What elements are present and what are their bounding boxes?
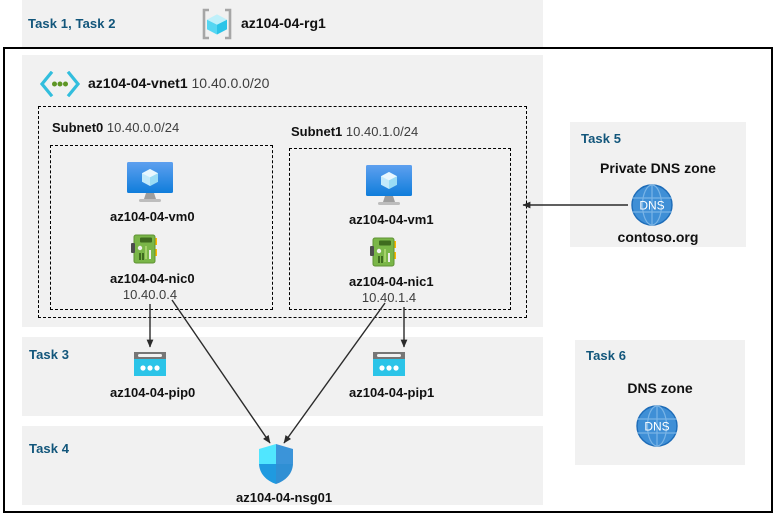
public-ip-address-icon bbox=[349, 350, 429, 385]
nic0-ip: 10.40.0.4 bbox=[122, 287, 178, 302]
nic1-node[interactable]: az104-04-nic1 10.40.1.4 bbox=[349, 235, 434, 306]
task-label-1-2: Task 1, Task 2 bbox=[28, 16, 116, 31]
vm1-name: az104-04-vm1 bbox=[349, 212, 434, 227]
task5-panel bbox=[570, 122, 746, 247]
pip1-name: az104-04-pip1 bbox=[349, 385, 435, 400]
vm1-node[interactable]: az104-04-vm1 bbox=[349, 163, 434, 228]
resource-group-name: az104-04-rg1 bbox=[241, 15, 326, 31]
nic0-node[interactable]: az104-04-nic0 10.40.0.4 bbox=[110, 232, 195, 303]
network-interface-icon bbox=[110, 232, 190, 271]
virtual-network-panel bbox=[22, 55, 543, 327]
subnet1-cidr: 10.40.1.0/24 bbox=[345, 124, 419, 139]
task-label-5: Task 5 bbox=[581, 131, 622, 146]
pip1-node[interactable]: az104-04-pip1 bbox=[349, 350, 435, 401]
task3-panel bbox=[22, 337, 543, 416]
subnet1-box bbox=[289, 148, 511, 310]
nic0-name: az104-04-nic0 bbox=[110, 271, 195, 286]
private-dns-zone-title: Private DNS zone bbox=[600, 160, 716, 176]
network-security-group-icon bbox=[236, 443, 316, 490]
vnet-cidr-text: 10.40.0.0/20 bbox=[191, 75, 270, 91]
task-label-6: Task 6 bbox=[586, 348, 627, 363]
svg-text:DNS: DNS bbox=[639, 199, 664, 213]
virtual-machine-icon bbox=[110, 160, 190, 209]
virtual-network-icon bbox=[39, 70, 81, 98]
subnet0-box bbox=[50, 145, 273, 310]
resource-group-panel bbox=[22, 0, 543, 47]
subnet1-title: Subnet1 10.40.1.0/24 bbox=[291, 124, 418, 139]
resource-group-icon bbox=[200, 7, 234, 41]
subnet1-name: Subnet1 bbox=[291, 124, 343, 139]
nsg-node[interactable]: az104-04-nsg01 bbox=[236, 443, 333, 506]
task-label-4: Task 4 bbox=[29, 441, 70, 456]
vm0-name: az104-04-vm0 bbox=[110, 209, 195, 224]
pip0-name: az104-04-pip0 bbox=[110, 385, 196, 400]
dns-zone-icon[interactable]: DNS bbox=[630, 183, 674, 227]
subnet0-name: Subnet0 bbox=[52, 120, 104, 135]
dns-zone-title: DNS zone bbox=[627, 380, 693, 396]
virtual-network-label: az104-04-vnet1 10.40.0.0/20 bbox=[88, 75, 269, 91]
nic1-ip: 10.40.1.4 bbox=[361, 290, 417, 305]
vm0-node[interactable]: az104-04-vm0 bbox=[110, 160, 195, 225]
svg-text:DNS: DNS bbox=[644, 420, 669, 434]
subnets-container bbox=[38, 106, 527, 318]
nic1-name: az104-04-nic1 bbox=[349, 274, 434, 289]
task-label-3: Task 3 bbox=[29, 347, 70, 362]
vnet-name-text: az104-04-vnet1 bbox=[88, 75, 188, 91]
public-ip-address-icon bbox=[110, 350, 190, 385]
pip0-node[interactable]: az104-04-pip0 bbox=[110, 350, 196, 401]
virtual-machine-icon bbox=[349, 163, 429, 212]
nsg-name: az104-04-nsg01 bbox=[236, 490, 333, 505]
dns-zone-icon[interactable]: DNS bbox=[635, 404, 679, 448]
private-dns-zone-name: contoso.org bbox=[617, 229, 699, 245]
subnet0-title: Subnet0 10.40.0.0/24 bbox=[52, 120, 179, 135]
subnet0-cidr: 10.40.0.0/24 bbox=[106, 120, 180, 135]
network-interface-icon bbox=[349, 235, 429, 274]
